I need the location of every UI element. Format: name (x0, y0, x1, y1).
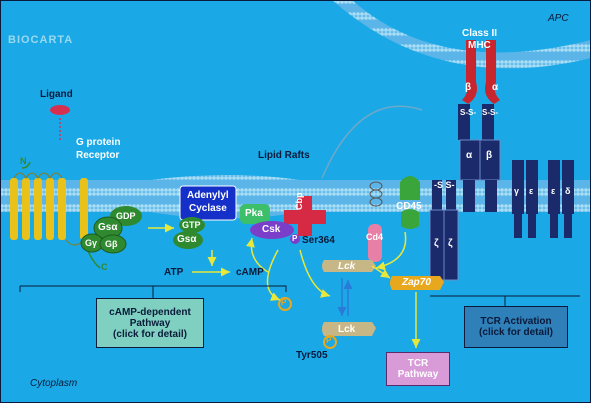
zeta-ss-label: -S S- (434, 180, 455, 190)
gs-alpha-top-label: Gsα (98, 222, 118, 233)
lipid-raft-curve (321, 105, 423, 179)
gtp-label: GTP (182, 220, 201, 230)
lck-active-shape (322, 260, 376, 272)
g-protein-receptor-label-2: Receptor (76, 150, 120, 161)
n-terminus-label: N (20, 156, 27, 166)
tcr-beta-label: β (486, 150, 493, 161)
adenylyl-cyclase-label-2: Cyclase (189, 203, 227, 214)
class-ii-mhc-label-1: Class II (462, 28, 498, 39)
cd3-delta-label: δ (565, 186, 571, 196)
apc-membrane (332, 0, 591, 69)
tcr-complex-shape (429, 104, 574, 281)
lck-inactive-shape (322, 322, 376, 336)
lck-inactive-label: Lck (338, 324, 356, 335)
ser364-p-label: P (292, 234, 298, 243)
mhc-shape (462, 40, 500, 104)
cytoplasm-label: Cytoplasm (30, 378, 78, 389)
gtp-shape (179, 217, 205, 233)
atp-label: ATP (164, 267, 184, 278)
p-mark-lck-label: P (281, 298, 287, 307)
cd3-epsilon-label-1: ε (529, 186, 534, 196)
p-mark-tyr505-label: P (326, 336, 332, 345)
adenylyl-cyclase-label-1: Adenylyl (187, 190, 229, 201)
p-mark-lck-shape (278, 297, 292, 311)
pka-label: Pka (245, 208, 263, 219)
pka-shape (240, 204, 270, 224)
ligand-shape (50, 105, 70, 115)
tcr-ss-1: S-S- (460, 108, 476, 117)
tcr-activation-line-1: TCR Activation (480, 316, 552, 327)
cd3-epsilon-label-2: ε (551, 186, 556, 196)
gs-alpha-bottom-shape (173, 231, 203, 249)
mhc-alpha-label: α (492, 82, 499, 93)
camp-pathway-line-3: (click for detail) (113, 328, 187, 340)
g-beta-shape (99, 234, 127, 254)
class-ii-mhc-label-2: MHC (468, 40, 491, 51)
gs-alpha-bottom-label: Gsα (177, 234, 197, 245)
mhc-beta-label: β (465, 82, 472, 93)
csk-shape (250, 221, 294, 239)
lck-active-label: Lck (338, 261, 356, 272)
gpcr-receptor (10, 161, 101, 269)
tcr-activation-button[interactable]: TCR Activation (click for detail) (464, 306, 568, 348)
cd3-gamma-label: γ (514, 186, 520, 196)
gdp-label: GDP (116, 211, 136, 221)
zap70-label: Zap70 (402, 277, 431, 288)
camp-label: cAMP (236, 267, 264, 278)
tcr-pathway-button[interactable]: TCR Pathway (386, 352, 450, 386)
equilibrium-arrows (337, 278, 353, 316)
ser364-p-shape (290, 234, 300, 244)
tcr-alpha-label: α (466, 150, 473, 161)
cd4-shape (368, 181, 383, 262)
tcr-activation-line-2: (click for detail) (479, 327, 553, 338)
tcr-ss-2: S-S- (482, 108, 498, 117)
zeta-label-2: ζ (448, 238, 453, 249)
camp-pathway-button[interactable]: cAMP-dependent Pathway (click for detail… (96, 298, 204, 348)
biocarta-logo: BIOCARTA (8, 34, 74, 46)
signal-arrows (148, 223, 421, 348)
adenylyl-cyclase-shape (179, 185, 237, 221)
csk-label: Csk (262, 224, 281, 235)
camp-bracket (19, 285, 287, 298)
tcr-pathway-line-1: TCR (407, 358, 429, 369)
g-protein-receptor-label-1: G protein (76, 137, 121, 148)
g-beta-label: Gβ (105, 239, 118, 249)
tcr-pathway-line-2: Pathway (397, 369, 439, 380)
apc-label: APC (548, 13, 569, 24)
ligand-label: Ligand (40, 89, 73, 100)
tcr-bracket (430, 295, 580, 306)
cbp-shape (284, 196, 326, 236)
zeta-label-1: ζ (434, 238, 439, 249)
cbp-label: Cbp (294, 192, 304, 211)
cd45-label: CD45 (396, 201, 422, 212)
zap70-shape (390, 276, 444, 290)
lipid-rafts-label: Lipid Rafts (258, 150, 310, 161)
camp-pathway-line-1: cAMP-dependent (109, 306, 191, 318)
cd45-shape (400, 176, 420, 229)
tyr505-label: Tyr505 (296, 350, 328, 361)
cd4-label: Cd4 (366, 232, 384, 242)
p-mark-tyr505-shape (323, 335, 337, 349)
cell-membrane (0, 175, 591, 219)
g-gamma-label: Gγ (85, 238, 98, 248)
c-terminus-label: C (101, 262, 108, 272)
ser364-label: Ser364 (302, 235, 335, 246)
camp-pathway-line-2: Pathway (129, 317, 171, 329)
